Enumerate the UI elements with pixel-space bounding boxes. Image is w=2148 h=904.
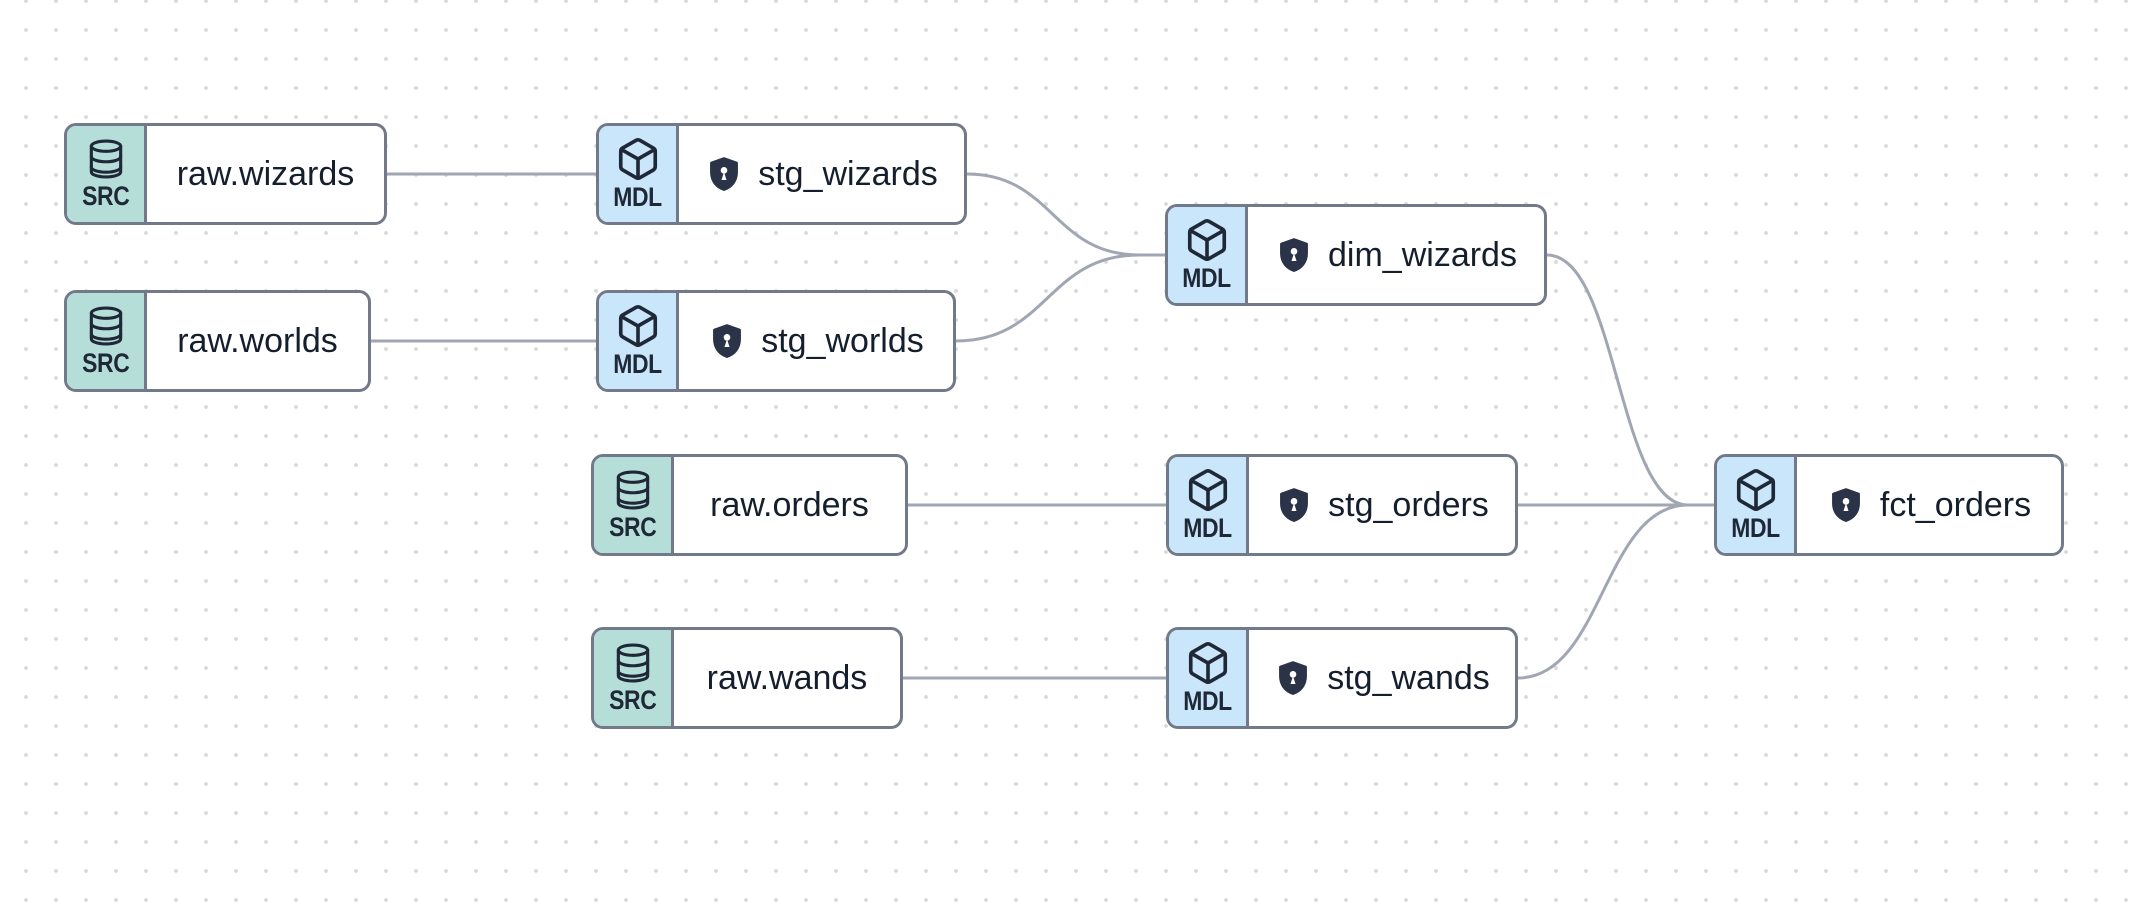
node-body: stg_orders [1249,457,1515,553]
node-raw-wands[interactable]: SRC raw.wands [591,627,903,729]
node-type-badge: SRC [67,126,147,222]
node-label: stg_orders [1328,485,1489,524]
node-body: stg_wands [1249,630,1515,726]
database-icon [611,468,655,512]
node-label: stg_worlds [761,321,924,360]
node-label: raw.orders [710,485,869,524]
node-label: fct_orders [1879,485,2032,524]
node-label: stg_wands [1327,658,1490,697]
node-type-badge: SRC [594,630,674,726]
node-type-label: MDL [613,181,662,212]
cube-icon [1733,467,1779,513]
node-type-badge: MDL [599,293,679,389]
cube-icon [1185,467,1231,513]
node-body: stg_worlds [679,293,953,389]
cube-icon [1185,640,1231,686]
node-type-label: MDL [613,348,662,379]
shield-lock-icon [705,155,743,193]
node-body: raw.wizards [147,126,384,222]
node-stg-wizards[interactable]: MDL stg_wizards [596,123,967,225]
edge-stg-worlds-to-dim-wizards [954,253,1167,343]
node-stg-orders[interactable]: MDL stg_orders [1166,454,1518,556]
shield-lock-icon [1827,486,1865,524]
node-type-badge: MDL [599,126,679,222]
node-type-badge: SRC [594,457,674,553]
node-type-badge: SRC [67,293,147,389]
node-stg-wands[interactable]: MDL stg_wands [1166,627,1518,729]
node-body: raw.orders [674,457,905,553]
node-raw-orders[interactable]: SRC raw.orders [591,454,908,556]
node-body: fct_orders [1797,457,2061,553]
node-label: stg_wizards [758,154,938,193]
node-dim-wizards[interactable]: MDL dim_wizards [1165,204,1547,306]
node-type-label: MDL [1182,262,1231,293]
cube-icon [615,136,661,182]
node-type-label: SRC [608,511,657,542]
node-raw-worlds[interactable]: SRC raw.worlds [64,290,371,392]
node-body: dim_wizards [1248,207,1544,303]
database-icon [611,641,655,685]
cube-icon [1184,217,1230,263]
node-type-label: MDL [1183,512,1232,543]
node-type-label: SRC [81,180,130,211]
edge-dim-wizards-to-fct-orders [1545,253,1716,507]
node-label: raw.wands [706,658,868,697]
node-type-label: SRC [81,347,130,378]
edge-stg-wands-to-fct-orders [1516,503,1716,680]
node-fct-orders[interactable]: MDL fct_orders [1714,454,2064,556]
shield-lock-icon [1274,659,1312,697]
node-body: stg_wizards [679,126,964,222]
node-type-label: MDL [1731,512,1780,543]
node-type-label: MDL [1183,685,1232,716]
node-type-badge: MDL [1717,457,1797,553]
node-label: raw.wizards [176,154,355,193]
node-type-badge: MDL [1168,207,1248,303]
node-raw-wizards[interactable]: SRC raw.wizards [64,123,387,225]
node-body: raw.worlds [147,293,368,389]
node-label: dim_wizards [1328,235,1517,274]
shield-lock-icon [708,322,746,360]
shield-lock-icon [1275,236,1313,274]
node-type-label: SRC [608,684,657,715]
node-stg-worlds[interactable]: MDL stg_worlds [596,290,956,392]
node-type-badge: MDL [1169,457,1249,553]
cube-icon [615,303,661,349]
node-label: raw.worlds [177,321,338,360]
shield-lock-icon [1275,486,1313,524]
database-icon [84,137,128,181]
database-icon [84,304,128,348]
edge-stg-wizards-to-dim-wizards [965,172,1167,257]
node-body: raw.wands [674,630,900,726]
node-type-badge: MDL [1169,630,1249,726]
